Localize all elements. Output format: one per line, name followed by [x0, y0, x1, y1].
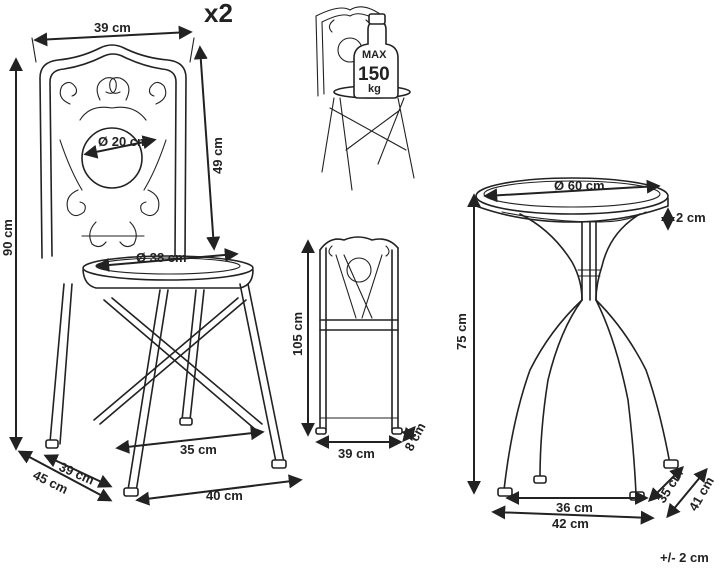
folded-height-label: 105 cm — [290, 312, 305, 356]
weight-value-label: 150 — [358, 64, 390, 85]
weight-max-label: MAX — [362, 49, 387, 61]
weight-badge: MAX 150 kg — [353, 13, 399, 99]
folded-thickness-label: 8 cm — [401, 420, 428, 453]
chair-folded-view — [315, 236, 403, 435]
table-top-diameter-label: Ø 60 cm — [554, 178, 605, 193]
quantity-label: x2 — [204, 0, 233, 28]
table-dimension-lines — [467, 179, 708, 525]
medallion-diameter-label: Ø 20 cm — [98, 134, 149, 149]
leg-span-label: 35 cm — [180, 442, 217, 457]
weight-unit-label: kg — [368, 83, 381, 95]
table-height-label: 75 cm — [454, 313, 469, 350]
chair-height-label: 90 cm — [0, 219, 15, 256]
backrest-height-label: 49 cm — [210, 137, 225, 174]
table-base-inner-label: 36 cm — [556, 500, 593, 515]
table-top-thickness-label: 2 cm — [676, 210, 706, 225]
table-view — [475, 177, 679, 501]
folded-chair-dimension-lines — [301, 239, 417, 449]
table-depth-outer-label: 41 cm — [686, 474, 717, 513]
chair-front-view — [31, 37, 287, 497]
folded-width-label: 39 cm — [338, 446, 375, 461]
table-base-outer-label: 42 cm — [552, 516, 589, 531]
seat-diameter-label: Ø 38 cm — [136, 250, 187, 265]
chair-base-width-label: 40 cm — [206, 488, 243, 503]
chair-width-top-label: 39 cm — [94, 20, 131, 35]
tolerance-label: +/- 2 cm — [660, 550, 709, 565]
chair-dimension-lines — [9, 25, 303, 506]
